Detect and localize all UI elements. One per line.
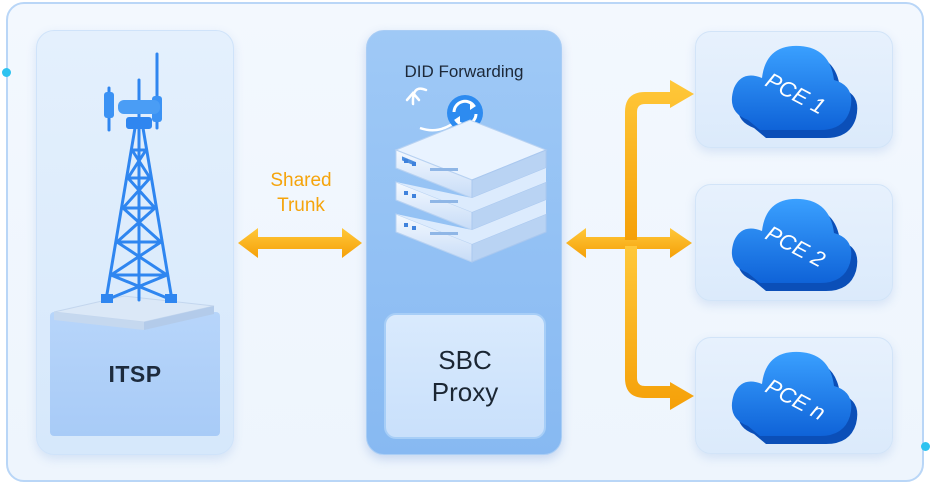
shared-trunk-line2: Trunk bbox=[277, 195, 325, 216]
did-forwarding-label: DID Forwarding bbox=[404, 62, 524, 81]
frame-dot-left bbox=[2, 68, 11, 77]
shared-trunk-arrow bbox=[238, 228, 362, 258]
proxy-label: Proxy bbox=[431, 377, 499, 407]
shared-trunk-line1: Shared bbox=[270, 170, 332, 191]
distribution-arrows bbox=[566, 80, 694, 410]
shared-trunk-label: Shared Trunk bbox=[246, 168, 356, 218]
cloud-icon: PCE 1 PCE 2 PCE n bbox=[731, 45, 858, 444]
itsp-label: ITSP bbox=[50, 312, 220, 436]
sbc-label: SBC bbox=[438, 345, 492, 375]
frame-dot-right bbox=[921, 442, 930, 451]
cell-tower-icon bbox=[53, 52, 215, 330]
server-stack-icon bbox=[394, 119, 548, 263]
sbc-proxy-box: SBC Proxy bbox=[384, 313, 546, 439]
